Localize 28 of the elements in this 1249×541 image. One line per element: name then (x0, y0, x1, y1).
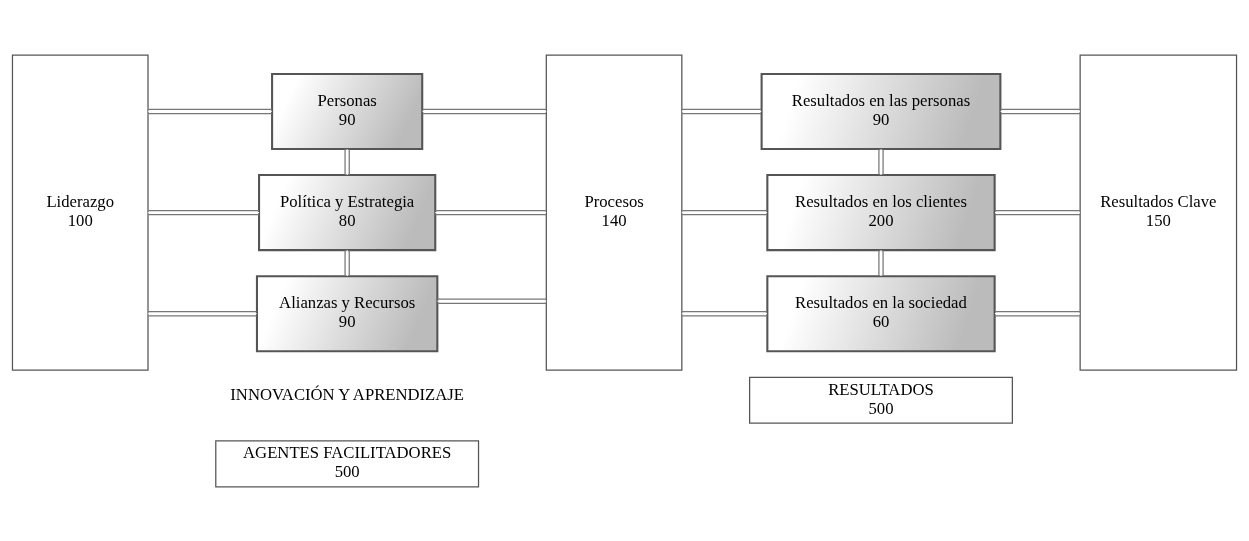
connector (994, 209, 1081, 215)
node-box: Liderazgo 100 (11, 54, 149, 371)
connector (994, 310, 1081, 316)
connector (147, 310, 258, 316)
node-box: Alianzas y Recursos 90 (255, 274, 439, 352)
connector (344, 249, 350, 277)
node-box: Resultados Clave 150 (1079, 54, 1238, 371)
connector (344, 148, 350, 176)
node-box: Política y Estrategia 80 (258, 173, 437, 251)
connector (421, 108, 547, 114)
label: INNOVACIÓN Y APRENDIZAJE (230, 384, 465, 404)
connector (878, 249, 884, 277)
connector (681, 108, 762, 114)
node-box: RESULTADOS 500 (749, 376, 1013, 424)
connector (147, 108, 273, 114)
node-box: Procesos 140 (545, 54, 683, 371)
connector (681, 209, 768, 215)
connector (681, 310, 768, 316)
node-box: AGENTES FACILITADORES 500 (215, 439, 480, 487)
node-box: Resultados en la sociedad 60 (766, 274, 996, 352)
connector (147, 209, 260, 215)
node-box: Resultados en los clientes 200 (766, 173, 996, 251)
node-box: Resultados en las personas 90 (760, 72, 1002, 150)
connector (878, 148, 884, 176)
connector (436, 298, 547, 304)
node-box: Personas 90 (271, 72, 424, 150)
connector (1000, 108, 1081, 114)
connector (434, 209, 547, 215)
